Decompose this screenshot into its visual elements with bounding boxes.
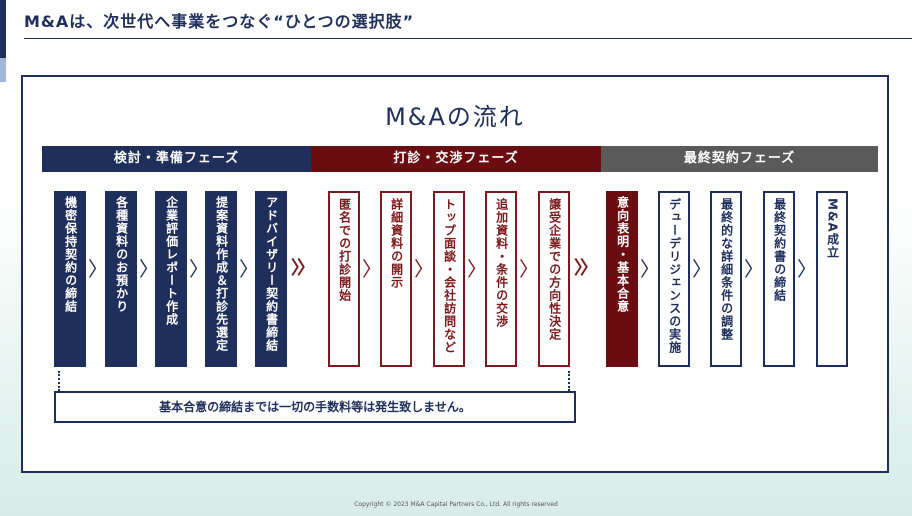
step-label: 譲受企業での方向性決定	[547, 198, 562, 341]
chevron-right-icon: 〉	[139, 257, 159, 281]
chevron-right-icon: 〉	[797, 257, 817, 281]
step-label: 最終的な詳細条件の調整	[719, 198, 734, 341]
step-label: 各種資料のお預かり	[114, 196, 129, 313]
step-final-terms: 最終的な詳細条件の調整	[710, 191, 742, 367]
chevron-right-icon: 〉	[519, 257, 539, 281]
chevron-right-icon: 〉	[414, 257, 434, 281]
step-label: 匿名での打診開始	[337, 198, 352, 302]
step-label: 意向表明・基本合意	[615, 196, 630, 313]
step-label: M&A成立	[825, 198, 840, 259]
step-closing: M&A成立	[816, 191, 848, 367]
flow-panel: M&Aの流れ 検討・準備フェーズ 打診・交渉フェーズ 最終契約フェーズ 機密保持…	[21, 75, 889, 473]
step-label: 提案資料作成＆打診先選定	[214, 196, 229, 352]
dotted-connector-right	[568, 371, 570, 391]
step-label: トップ面談・会社訪問など	[442, 198, 457, 354]
chevron-right-icon: 〉	[467, 257, 487, 281]
fee-note: 基本合意の締結までは一切の手数料等は発生致しません。	[54, 391, 576, 423]
step-advisory-contract: アドバイザリー契約書締結	[255, 191, 287, 367]
chevron-right-icon: 〉	[189, 257, 209, 281]
double-chevron-icon: 〉〉	[291, 258, 315, 279]
phase-negotiation: 打診・交渉フェーズ	[311, 146, 601, 172]
chevron-right-icon: 〉	[744, 257, 764, 281]
step-terms-negotiation: 追加資料・条件の交渉	[485, 191, 517, 367]
step-due-diligence: デューデリジェンスの実施	[658, 191, 690, 367]
step-valuation-report: 企業評価レポート作成	[155, 191, 187, 367]
step-documents: 各種資料のお預かり	[105, 191, 137, 367]
step-label: 詳細資料の開示	[389, 198, 404, 289]
page-title: M&Aは、次世代へ事業をつなぐ“ひとつの選択肢”	[24, 12, 415, 31]
chevron-right-icon: 〉	[640, 257, 660, 281]
step-label: アドバイザリー契約書締結	[264, 196, 279, 352]
step-proposal: 提案資料作成＆打診先選定	[205, 191, 237, 367]
phase-consideration: 検討・準備フェーズ	[42, 146, 311, 172]
step-detail-disclosure: 詳細資料の開示	[380, 191, 412, 367]
chevron-right-icon: 〉	[362, 257, 382, 281]
step-label: 最終契約書の締結	[772, 198, 787, 302]
dotted-connector-left	[58, 371, 60, 391]
chevron-right-icon: 〉	[239, 257, 259, 281]
chevron-right-icon: 〉	[692, 257, 712, 281]
step-nda: 機密保持契約の締結	[54, 191, 86, 367]
step-top-meeting: トップ面談・会社訪問など	[433, 191, 465, 367]
phase-final-contract: 最終契約フェーズ	[601, 146, 878, 172]
chevron-right-icon: 〉	[88, 257, 108, 281]
copyright: Copyright © 2023 M&A Capital Partners Co…	[354, 501, 558, 508]
flow-title: M&Aの流れ	[385, 103, 525, 131]
step-label: 追加資料・条件の交渉	[494, 198, 509, 328]
header-accent-bar	[0, 0, 6, 58]
step-label: デューデリジェンスの実施	[667, 198, 682, 354]
title-divider	[24, 38, 912, 39]
step-final-contract: 最終契約書の締結	[763, 191, 795, 367]
step-label: 機密保持契約の締結	[63, 196, 78, 313]
step-acquirer-decision: 譲受企業での方向性決定	[538, 191, 570, 367]
step-label: 企業評価レポート作成	[164, 196, 179, 326]
double-chevron-icon: 〉〉	[574, 258, 598, 279]
step-basic-agreement: 意向表明・基本合意	[606, 191, 638, 367]
header-accent-bar-light	[0, 58, 6, 82]
step-anonymous-offer: 匿名での打診開始	[328, 191, 360, 367]
